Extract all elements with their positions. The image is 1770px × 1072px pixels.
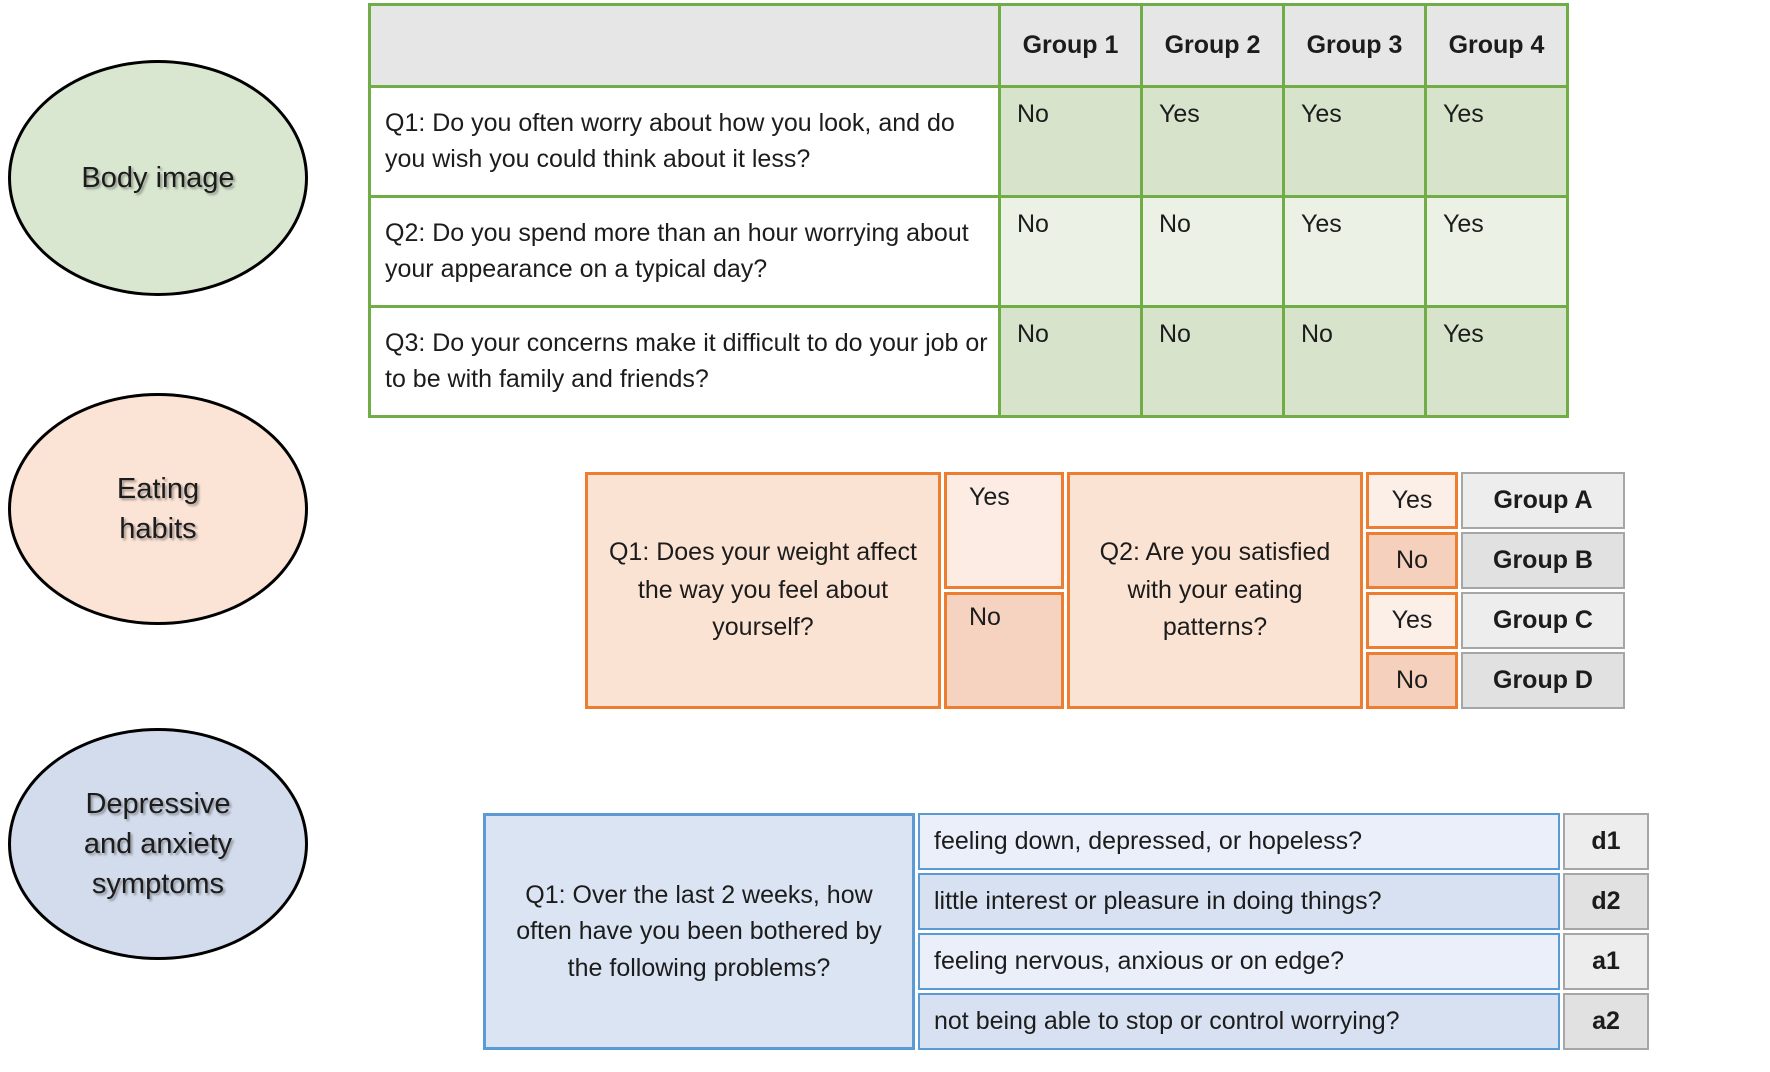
group-2-header: Group 2 — [1140, 3, 1285, 88]
code-d2-cell: d2 — [1563, 873, 1649, 930]
eating-q1-cell: Q1: Does your weight affect the way you … — [585, 472, 941, 709]
q1-group1-answer: No — [998, 85, 1143, 198]
q3-question-cell: Q3: Do your concerns make it difficult t… — [368, 305, 1001, 418]
body-image-q2-row: Q2: Do you spend more than an hour worry… — [368, 195, 1569, 308]
eating-q2-yes-cell-1: Yes — [1366, 472, 1458, 529]
q3-group3-answer: No — [1282, 305, 1427, 418]
q2-group1-answer: No — [998, 195, 1143, 308]
group-4-header: Group 4 — [1424, 3, 1569, 88]
group-c-cell: Group C — [1461, 592, 1625, 649]
eating-q1-no-cell: No — [944, 592, 1064, 709]
eating-q1-yes-cell: Yes — [944, 472, 1064, 589]
symptom-d1-cell: feeling down, depressed, or hopeless? — [918, 813, 1560, 870]
q2-group2-answer: No — [1140, 195, 1285, 308]
body-image-q3-row: Q3: Do your concerns make it difficult t… — [368, 305, 1569, 418]
body-image-header-row: Group 1 Group 2 Group 3 Group 4 — [368, 3, 1569, 88]
eating-q2-no-cell-2: No — [1366, 652, 1458, 709]
body-image-ellipse: Body image — [8, 60, 308, 296]
code-a2-cell: a2 — [1563, 993, 1649, 1050]
body-image-label: Body image — [81, 161, 235, 194]
eating-q2-no-cell-1: No — [1366, 532, 1458, 589]
body-image-q1-row: Q1: Do you often worry about how you loo… — [368, 85, 1569, 198]
group-d-cell: Group D — [1461, 652, 1625, 709]
code-a1-cell: a1 — [1563, 933, 1649, 990]
q1-group4-answer: Yes — [1424, 85, 1569, 198]
eating-habits-table: Q1: Does your weight affect the way you … — [585, 472, 1625, 709]
symptom-a1-cell: feeling nervous, anxious or on edge? — [918, 933, 1560, 990]
q1-question-cell: Q1: Do you often worry about how you loo… — [368, 85, 1001, 198]
q2-group4-answer: Yes — [1424, 195, 1569, 308]
symptom-d2-cell: little interest or pleasure in doing thi… — [918, 873, 1560, 930]
symptom-a2-cell: not being able to stop or control worryi… — [918, 993, 1560, 1050]
eating-q2-cell: Q2: Are you satisfied with your eating p… — [1067, 472, 1363, 709]
q3-group4-answer: Yes — [1424, 305, 1569, 418]
depressive-symptoms-table: Q1: Over the last 2 weeks, how often hav… — [483, 813, 1649, 1050]
empty-corner-cell — [368, 3, 1001, 88]
group-1-header: Group 1 — [998, 3, 1143, 88]
q1-group3-answer: Yes — [1282, 85, 1427, 198]
q3-group1-answer: No — [998, 305, 1143, 418]
q2-group3-answer: Yes — [1282, 195, 1427, 308]
group-a-cell: Group A — [1461, 472, 1625, 529]
eating-habits-label: Eating habits — [116, 472, 200, 545]
q2-question-cell: Q2: Do you spend more than an hour worry… — [368, 195, 1001, 308]
group-b-cell: Group B — [1461, 532, 1625, 589]
depressive-symptoms-label: Depressive and anxiety symptoms — [83, 787, 233, 900]
eating-habits-ellipse: Eating habits — [8, 393, 308, 625]
q1-group2-answer: Yes — [1140, 85, 1285, 198]
q3-group2-answer: No — [1140, 305, 1285, 418]
body-image-table: Group 1 Group 2 Group 3 Group 4 Q1: Do y… — [368, 3, 1569, 418]
code-d1-cell: d1 — [1563, 813, 1649, 870]
group-3-header: Group 3 — [1282, 3, 1427, 88]
depressive-symptoms-ellipse: Depressive and anxiety symptoms — [8, 728, 308, 960]
depressive-q1-cell: Q1: Over the last 2 weeks, how often hav… — [483, 813, 915, 1050]
eating-q2-yes-cell-2: Yes — [1366, 592, 1458, 649]
